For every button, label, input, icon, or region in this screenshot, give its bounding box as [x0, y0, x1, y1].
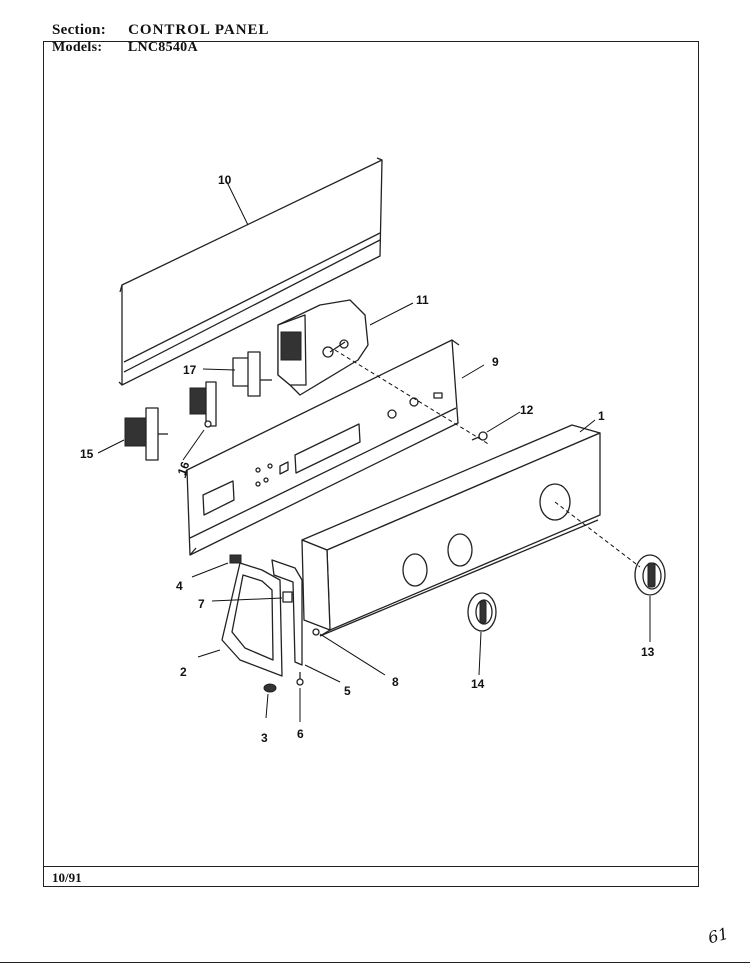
- leader-lines: [97, 179, 651, 722]
- assembly-lines: [334, 349, 641, 568]
- part-7-clip: [282, 591, 293, 603]
- part-6-screw: [296, 672, 304, 686]
- callout-6: 6: [297, 727, 304, 741]
- callout-12: 12: [520, 403, 534, 417]
- callout-16: 16: [175, 459, 193, 477]
- part-10-rear-panel: [118, 157, 383, 386]
- callout-labels: 1 2 3 4 5 6 7 8 9 10 11 12 13 14 15 16 1…: [80, 173, 655, 745]
- callout-10: 10: [218, 173, 232, 187]
- section-label: Section:: [52, 22, 107, 38]
- revision-date: 10/91: [52, 870, 82, 885]
- part-8-screw: [312, 628, 320, 636]
- callout-4: 4: [176, 579, 183, 593]
- footer-divider: [43, 866, 699, 867]
- part-14-knob: [467, 592, 497, 632]
- callout-14: 14: [471, 677, 485, 691]
- part-1-console: [301, 424, 601, 637]
- part-9-mounting-plate: [184, 339, 460, 556]
- models-heading: Models: LNC8540A: [52, 40, 198, 56]
- part-12-screw: [471, 431, 488, 441]
- callout-9: 9: [492, 355, 499, 369]
- callout-2: 2: [180, 665, 187, 679]
- section-heading: Section: CONTROL PANEL: [52, 22, 270, 39]
- part-3-screw: [263, 683, 277, 693]
- page-bottom-rule: [0, 962, 750, 963]
- part-16-switch: [189, 381, 217, 428]
- part-4-clip: [229, 554, 242, 564]
- part-13-knob: [634, 554, 666, 596]
- part-15-switch: [124, 407, 168, 461]
- callout-3: 3: [261, 731, 268, 745]
- part-11-timer: [277, 299, 369, 396]
- callout-8: 8: [392, 675, 399, 689]
- models-value: LNC8540A: [127, 40, 198, 55]
- callout-5: 5: [344, 684, 351, 698]
- callout-11: 11: [416, 293, 429, 307]
- callout-17: 17: [183, 363, 197, 377]
- models-label: Models:: [52, 40, 103, 55]
- diagram-frame: [43, 41, 699, 887]
- callout-7: 7: [198, 597, 205, 611]
- part-2-end-cap: [221, 562, 283, 677]
- callout-13: 13: [641, 645, 655, 659]
- callout-15: 15: [80, 447, 94, 461]
- section-value: CONTROL PANEL: [128, 22, 270, 38]
- part-17-switch: [232, 351, 272, 397]
- callout-1: 1: [598, 409, 605, 423]
- part-5-bracket: [271, 559, 303, 666]
